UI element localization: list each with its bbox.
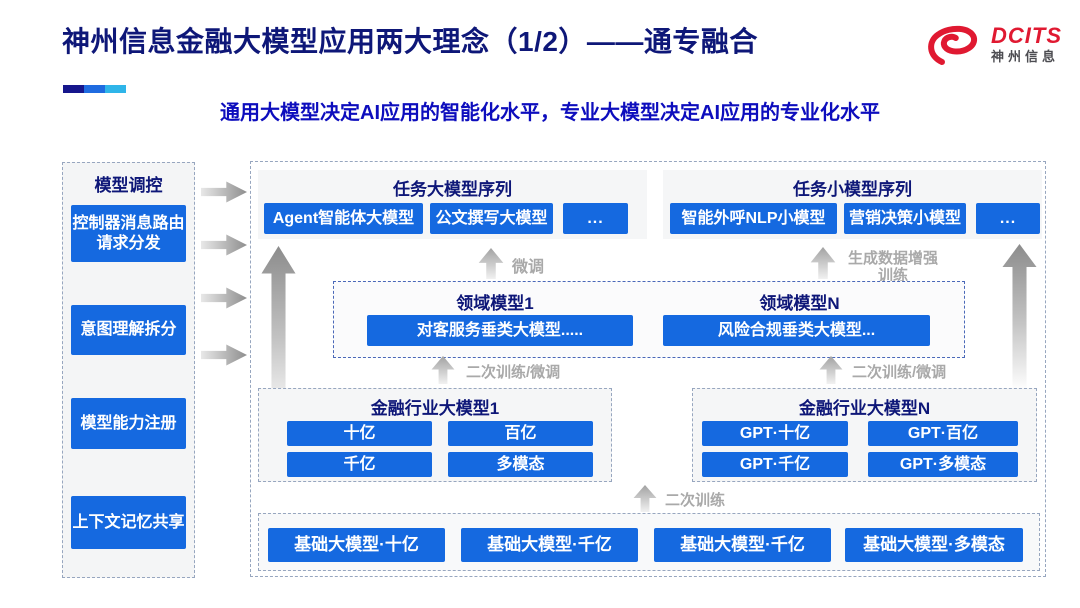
gen-data-training-line2: 训练 — [877, 267, 908, 285]
model-multimodal: 多模态 — [448, 452, 593, 477]
base-model-1b: 基础大模型·十亿 — [268, 528, 445, 562]
model-gpt-1b: GPT·十亿 — [702, 421, 848, 446]
page-title: 神州信息金融大模型应用两大理念（1/2）——通专融合 — [62, 26, 758, 57]
model-more-small: ... — [976, 203, 1040, 234]
accent-blue-segment — [84, 85, 105, 93]
logo-company: 神州信息 — [991, 49, 1060, 64]
finetune-label: 微调 — [512, 259, 545, 276]
retrain-label: 二次训练 — [665, 492, 726, 509]
dcits-swirl-icon — [928, 25, 978, 65]
model-agent-large: Agent智能体大模型 — [264, 203, 423, 234]
retrain-finetune-left-label: 二次训练/微调 — [466, 364, 561, 381]
domain-model-1-title: 领域模型1 — [456, 294, 534, 313]
model-gpt-100b: GPT·千亿 — [702, 452, 848, 477]
gen-data-training-line1: 生成数据增强 — [847, 250, 938, 267]
base-model-100b-a: 基础大模型·千亿 — [461, 528, 638, 562]
model-1b: 十亿 — [287, 421, 432, 446]
model-more-large: ... — [563, 203, 628, 234]
model-100b: 千亿 — [287, 452, 432, 477]
sidebar-item-controller-routing: 控制器消息路由请求分发 — [71, 205, 186, 262]
model-gpt-multimodal: GPT·多模态 — [868, 452, 1018, 477]
model-control-panel: 模型调控 控制器消息路由请求分发 意图理解拆分 模型能力注册 上下文记忆共享 — [62, 162, 195, 578]
model-control-title: 模型调控 — [94, 176, 163, 195]
accent-navy-segment — [63, 85, 84, 93]
model-risk-compliance-vertical: 风险合规垂类大模型... — [663, 315, 930, 346]
accent-cyan-segment — [105, 85, 126, 93]
right-arrow-icon — [201, 181, 247, 203]
logo-text: DCITS 神州信息 — [991, 23, 1062, 64]
model-document-writing-large: 公文撰写大模型 — [430, 203, 553, 234]
task-large-models-title: 任务大模型序列 — [393, 180, 512, 199]
model-marketing-decision-small: 营销决策小模型 — [844, 203, 966, 234]
dcits-logo: DCITS 神州信息 — [923, 20, 1062, 68]
gen-data-training-label: 生成数据增强 训练 — [843, 250, 943, 285]
accent-bar — [63, 85, 126, 93]
retrain-finetune-right-label: 二次训练/微调 — [852, 364, 947, 381]
slide-subtitle: 通用大模型决定AI应用的智能化水平，专业大模型决定AI应用的专业化水平 — [220, 102, 880, 124]
task-small-models-title: 任务小模型序列 — [793, 180, 912, 199]
sidebar-item-context-memory: 上下文记忆共享 — [71, 496, 186, 549]
industry-model-n-title: 金融行业大模型N — [798, 399, 931, 418]
model-gpt-10b: GPT·百亿 — [868, 421, 1018, 446]
logo-brand: DCITS — [991, 23, 1062, 48]
sidebar-item-intent-understanding: 意图理解拆分 — [71, 305, 186, 355]
base-model-multimodal: 基础大模型·多模态 — [845, 528, 1023, 562]
right-arrow-icon — [201, 234, 247, 256]
model-customer-service-vertical: 对客服务垂类大模型..... — [367, 315, 633, 346]
model-outbound-nlp-small: 智能外呼NLP小模型 — [670, 203, 837, 234]
industry-model-1-title: 金融行业大模型1 — [370, 399, 500, 418]
model-10b: 百亿 — [448, 421, 593, 446]
right-arrow-icon — [201, 344, 247, 366]
sidebar-item-capability-registration: 模型能力注册 — [71, 398, 186, 449]
domain-model-n-title: 领域模型N — [759, 294, 840, 313]
base-model-100b-b: 基础大模型·千亿 — [654, 528, 831, 562]
right-arrow-icon — [201, 287, 247, 309]
